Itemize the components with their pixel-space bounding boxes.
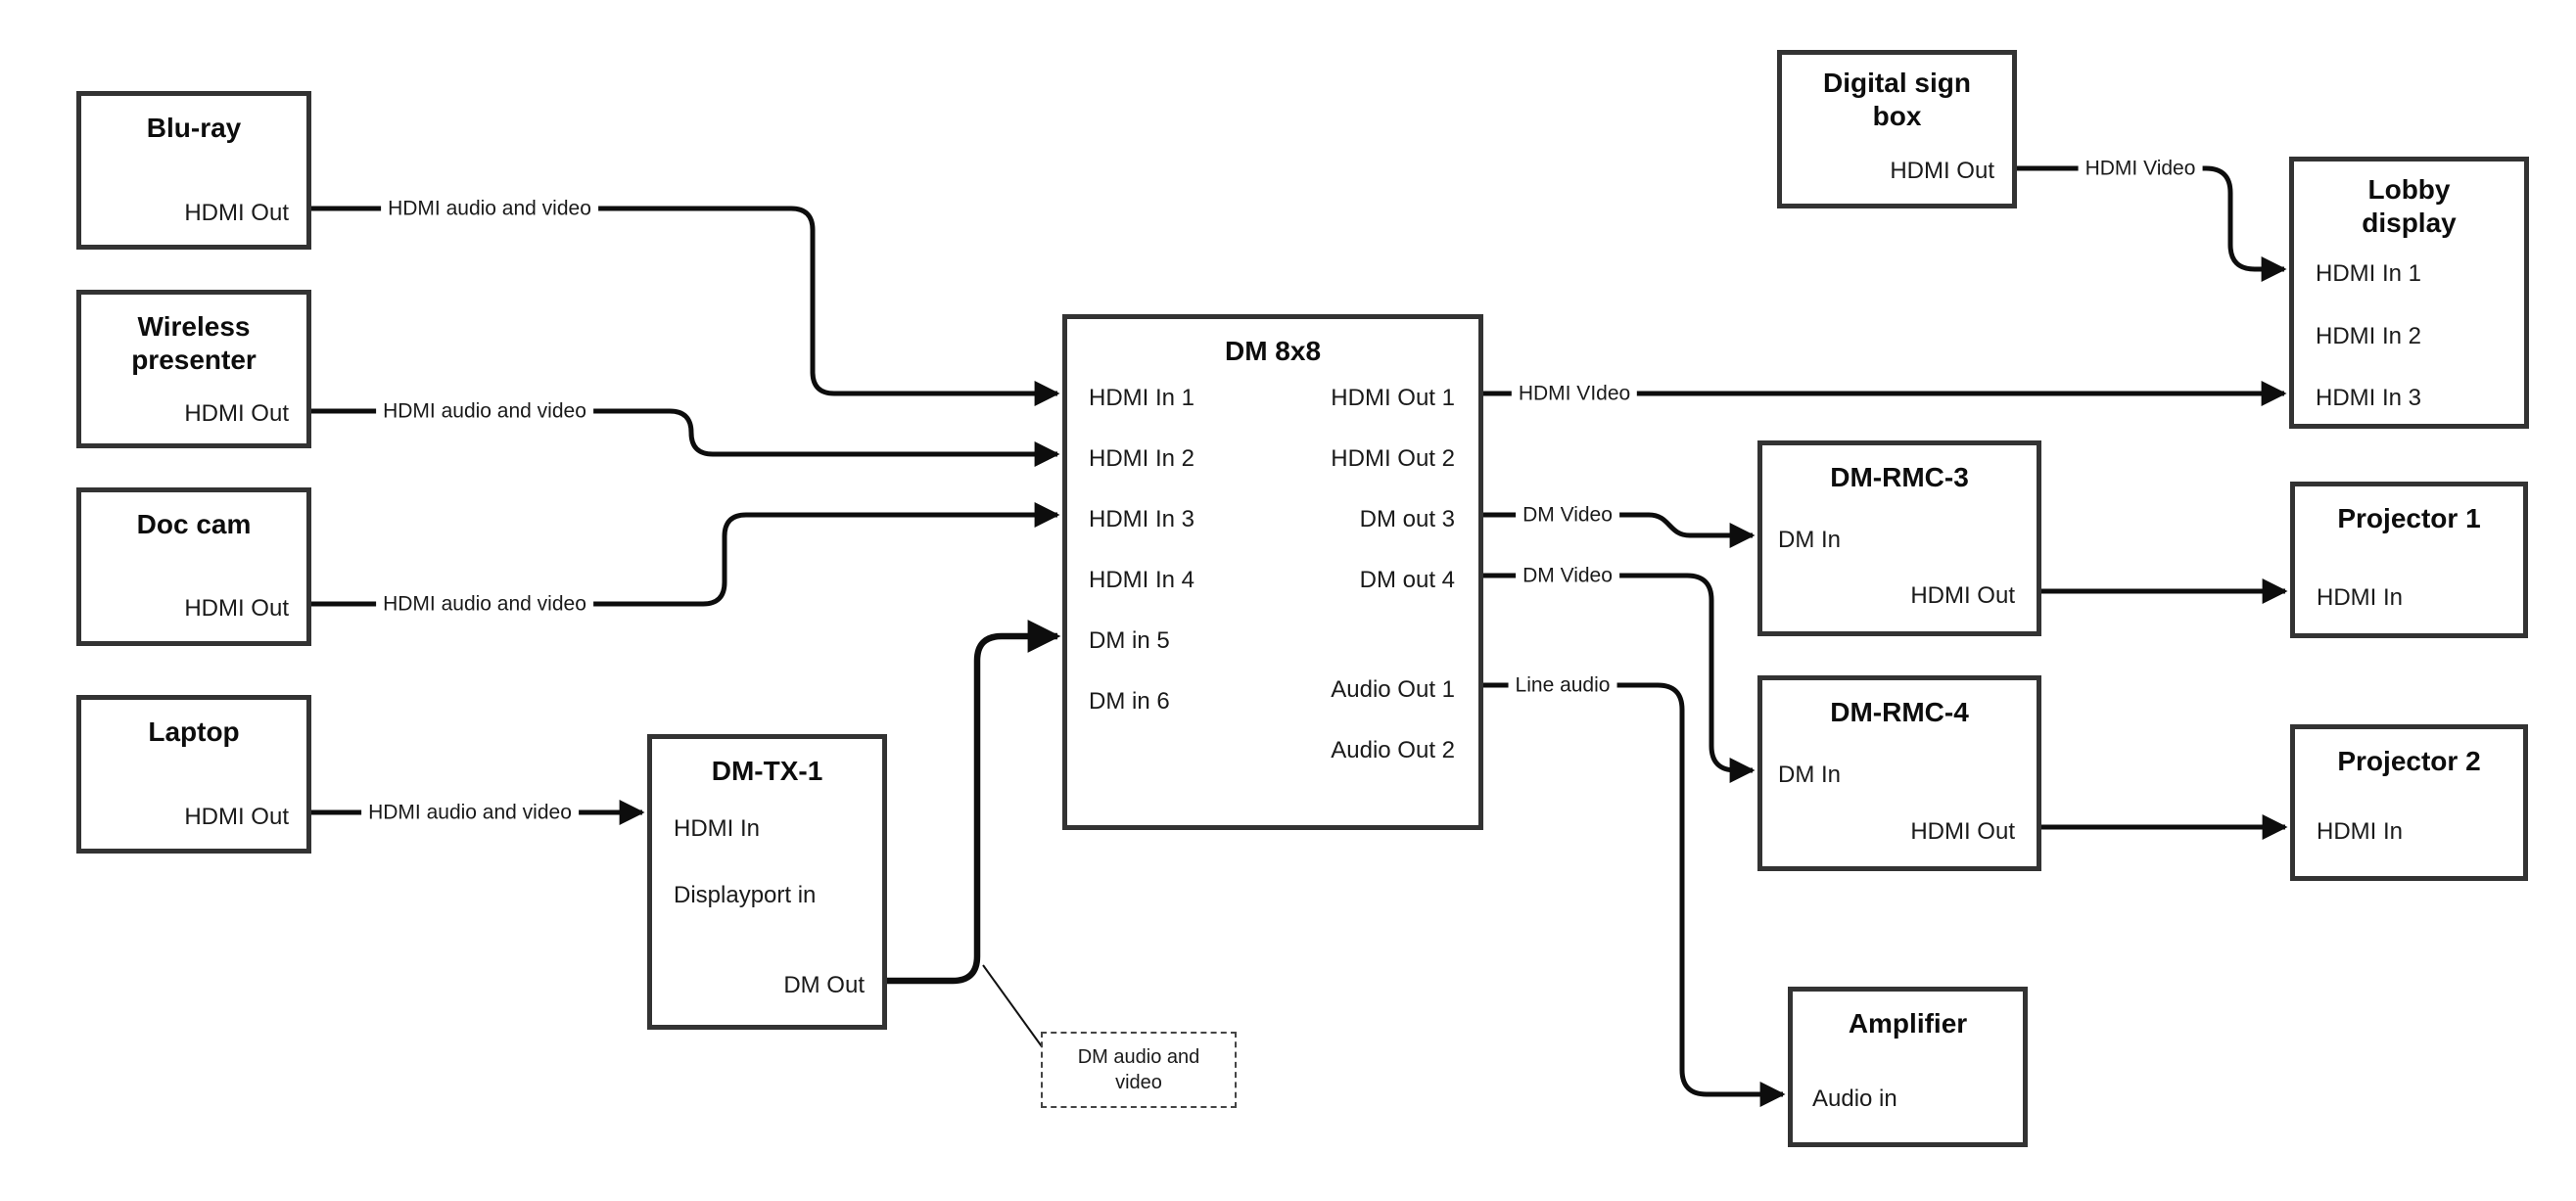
- port-hdmi-in-3: HDMI In 3: [1089, 506, 1195, 532]
- node-blu-ray: Blu-ray HDMI Out: [76, 91, 311, 250]
- port-hdmi-in-2: HDMI In 2: [2316, 323, 2422, 349]
- node-title: DM-RMC-4: [1830, 697, 1969, 727]
- port-dm-in: DM In: [1778, 762, 1842, 788]
- port-hdmi-out: HDMI Out: [184, 804, 289, 830]
- node-title: DM-TX-1: [711, 756, 823, 786]
- port-hdmi-out: HDMI Out: [1890, 158, 1994, 184]
- node-title: Digital sign box: [1823, 68, 1971, 131]
- node-title: Amplifier: [1848, 1008, 1968, 1039]
- port-hdmi-out: HDMI Out: [1910, 582, 2015, 609]
- port-hdmi-in-1: HDMI In 1: [1089, 385, 1195, 411]
- port-dm-in-6: DM in 6: [1089, 688, 1170, 715]
- node-title: Projector 2: [2337, 746, 2481, 776]
- node-title: Lobby display: [2362, 174, 2457, 238]
- edge-label-dm-video-out3: DM Video: [1516, 501, 1619, 529]
- node-title: Projector 1: [2337, 503, 2481, 533]
- wire-digitalsign-to-lobby-in1: [2017, 165, 2287, 282]
- wire-doccam-to-dm8x8-in3: [311, 502, 1060, 607]
- node-projector-1: Projector 1 HDMI In: [2290, 482, 2528, 638]
- edge-label-hdmi-video-sign: HDMI Video: [2078, 155, 2203, 182]
- node-dm-tx-1: DM-TX-1 HDMI In Displayport in DM Out: [647, 734, 887, 1030]
- node-dm-rmc-3: DM-RMC-3 DM In HDMI Out: [1757, 440, 2041, 636]
- wire-bluray-to-dm8x8-in1: [311, 206, 1060, 406]
- node-title: DM 8x8: [1224, 336, 1322, 366]
- port-dm-in-5: DM in 5: [1089, 627, 1170, 654]
- port-displayport-in: Displayport in: [674, 882, 817, 908]
- node-title: Laptop: [148, 716, 240, 747]
- edge-label-hdmi-audio-and-video-1: HDMI audio and video: [381, 195, 598, 222]
- port-hdmi-out: HDMI Out: [184, 595, 289, 622]
- note-leader-line: [982, 964, 1045, 1050]
- node-title: Wireless presenter: [131, 311, 257, 375]
- node-lobby-display: Lobby display HDMI In 1 HDMI In 2 HDMI I…: [2289, 157, 2529, 429]
- port-hdmi-out: HDMI Out: [184, 200, 289, 226]
- port-dm-out-4: DM out 4: [1359, 567, 1455, 593]
- edge-label-hdmi-audio-and-video-3: HDMI audio and video: [376, 590, 593, 618]
- port-hdmi-in: HDMI In: [2317, 818, 2404, 845]
- edge-label-hdmi-video-out1: HDMI VIdeo: [1511, 380, 1638, 407]
- port-dm-out-3: DM out 3: [1359, 506, 1455, 532]
- node-title: Blu-ray: [146, 113, 242, 143]
- node-title: Doc cam: [136, 509, 252, 539]
- wire-dm8x8-out3-to-rmc3-dmin: [1483, 512, 1756, 548]
- port-dm-out: DM Out: [783, 972, 865, 998]
- node-title: DM-RMC-3: [1830, 462, 1969, 492]
- port-hdmi-in-2: HDMI In 2: [1089, 445, 1195, 472]
- node-projector-2: Projector 2 HDMI In: [2290, 724, 2528, 881]
- port-audio-out-1: Audio Out 1: [1331, 676, 1455, 703]
- wire-dmtx1-dmout-to-dm8x8-in5: [887, 620, 1061, 985]
- port-hdmi-out-2: HDMI Out 2: [1331, 445, 1455, 472]
- edge-label-line-audio: Line audio: [1508, 671, 1617, 699]
- port-hdmi-in: HDMI In: [674, 815, 761, 842]
- wire-dm8x8-out4-to-rmc4-dmin: [1483, 573, 1756, 783]
- port-audio-in: Audio in: [1812, 1086, 1897, 1112]
- port-hdmi-in-1: HDMI In 1: [2316, 260, 2422, 287]
- node-digital-sign-box: Digital sign box HDMI Out: [1777, 50, 2017, 208]
- port-audio-out-2: Audio Out 2: [1331, 737, 1455, 763]
- edge-label-hdmi-audio-and-video-4: HDMI audio and video: [361, 799, 579, 826]
- node-dm-8x8: DM 8x8 HDMI In 1 HDMI In 2 HDMI In 3 HDM…: [1062, 314, 1483, 830]
- wire-wireless-to-dm8x8-in2: [311, 408, 1060, 467]
- edge-label-dm-video-out4: DM Video: [1516, 562, 1619, 589]
- node-wireless-presenter: Wireless presenter HDMI Out: [76, 290, 311, 448]
- port-hdmi-in-4: HDMI In 4: [1089, 567, 1195, 593]
- port-hdmi-in: HDMI In: [2317, 584, 2404, 611]
- node-amplifier: Amplifier Audio in: [1788, 987, 2028, 1147]
- wire-dm8x8-audio1-to-amplifier: [1483, 682, 1786, 1107]
- node-laptop: Laptop HDMI Out: [76, 695, 311, 854]
- port-hdmi-out: HDMI Out: [1910, 818, 2015, 845]
- port-hdmi-out-1: HDMI Out 1: [1331, 385, 1455, 411]
- node-dm-rmc-4: DM-RMC-4 DM In HDMI Out: [1757, 675, 2041, 871]
- node-doc-cam: Doc cam HDMI Out: [76, 487, 311, 646]
- port-hdmi-in-3: HDMI In 3: [2316, 385, 2422, 411]
- edge-label-hdmi-audio-and-video-2: HDMI audio and video: [376, 397, 593, 425]
- annotation-note: DM audio and video: [1041, 1032, 1237, 1108]
- port-hdmi-out: HDMI Out: [184, 400, 289, 427]
- port-dm-in: DM In: [1778, 527, 1842, 553]
